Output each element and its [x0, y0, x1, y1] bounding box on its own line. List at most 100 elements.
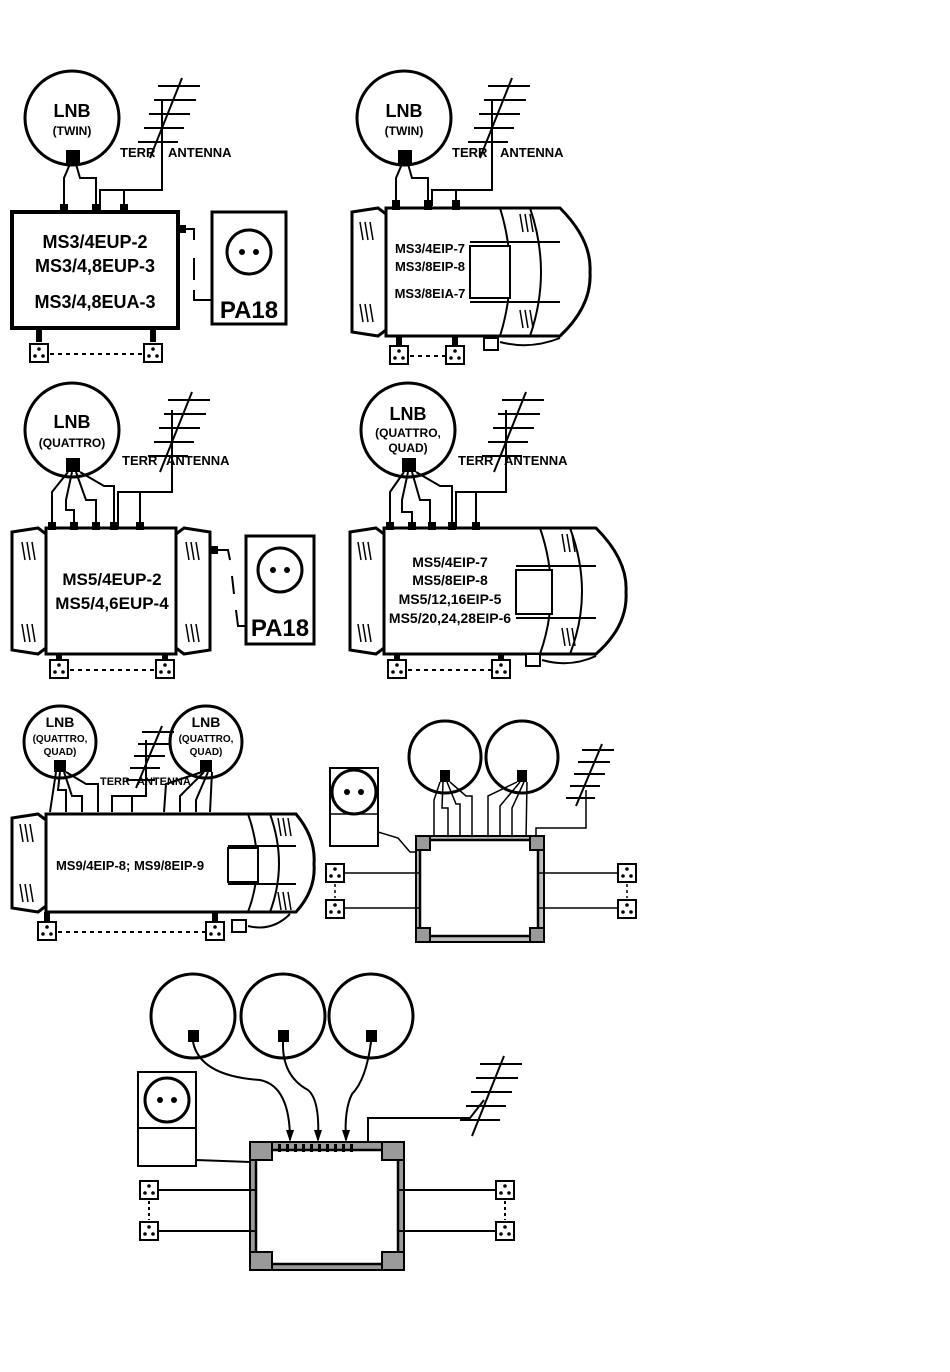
outlet-icon	[491, 659, 511, 679]
lnb-head-icon	[188, 1030, 199, 1042]
antenna-label: ANTENNA	[166, 453, 230, 468]
outlet-icon	[495, 1221, 515, 1241]
lnb-dish	[23, 381, 121, 479]
terrestrial-antenna-icon	[459, 1055, 523, 1137]
terr-label: TERR	[122, 453, 158, 468]
lnb-head-icon	[66, 458, 80, 472]
lnb-type-label: QUAD)	[388, 441, 427, 455]
model-label: MS3/4,8EUP-3	[35, 256, 155, 276]
diagram-6	[325, 719, 637, 943]
power-plug-icon	[231, 919, 247, 933]
terr-label: TERR	[458, 453, 494, 468]
outlet-icon	[387, 659, 407, 679]
power-plug-icon	[525, 653, 541, 667]
power-plug-icon	[483, 337, 499, 351]
model-label: MS5/4EIP-7	[412, 554, 488, 570]
lnb-type-label: (TWIN)	[53, 124, 92, 138]
terr-label: TERR	[452, 145, 488, 160]
diagram-4: LNB (QUATTRO, QUAD) TERR ANTENNA MS5/4EI…	[348, 381, 628, 679]
satellite-dish	[239, 972, 327, 1060]
lnb-head-icon	[278, 1030, 289, 1042]
diagram-2: LNB (TWIN) TERR ANTENNA MS3/4EIP-7 MS3/8…	[350, 69, 592, 365]
model-label: MS3/8EIP-8	[395, 259, 465, 274]
outlet-icon	[389, 345, 409, 365]
antenna-label: ANTENNA	[500, 145, 564, 160]
model-label: MS5/8EIP-8	[412, 572, 488, 588]
lnb-head-icon	[440, 770, 450, 782]
antenna-label: ANTENNA	[504, 453, 568, 468]
antenna-label: ANTENNA	[168, 145, 232, 160]
outlet-icon	[617, 863, 637, 883]
outlet-icon	[325, 899, 345, 919]
lnb-type-label: (QUATTRO,	[33, 734, 88, 745]
outlet-icon	[445, 345, 465, 365]
psu-label: PA18	[251, 615, 309, 642]
lnb-label: LNB	[54, 101, 91, 121]
power-socket-icon	[143, 1076, 191, 1124]
power-socket-icon	[330, 768, 378, 816]
multiswitch-box	[254, 1148, 400, 1266]
multiswitch-box	[418, 838, 540, 938]
power-socket-icon	[225, 228, 273, 276]
satellite-dish	[327, 972, 415, 1060]
outlet-icon	[205, 921, 225, 941]
terr-label: TERR	[100, 776, 130, 788]
model-label: MS3/4EUP-2	[42, 232, 147, 252]
diagram-5: LNB (QUATTRO, QUAD) LNB (QUATTRO, QUAD) …	[10, 704, 316, 941]
model-label: MS3/8EIA-7	[395, 286, 466, 301]
lnb-dish	[355, 69, 453, 167]
outlet-icon	[139, 1180, 159, 1200]
lnb-head-icon	[200, 760, 212, 772]
outlet-icon	[37, 921, 57, 941]
outlet-icon	[143, 343, 163, 363]
diagram-7	[137, 972, 523, 1271]
lnb-label: LNB	[390, 404, 427, 424]
lnb-label: LNB	[192, 714, 221, 730]
lnb-dish	[359, 381, 457, 479]
lnb-head-icon	[66, 150, 80, 164]
lnb-type-label: (TWIN)	[385, 124, 424, 138]
outlet-icon	[495, 1180, 515, 1200]
antenna-label: ANTENNA	[137, 776, 191, 788]
model-label: MS5/4EUP-2	[62, 570, 161, 589]
model-label: MS5/4,6EUP-4	[55, 594, 169, 613]
power-socket-icon	[256, 546, 304, 594]
outlet-icon	[29, 343, 49, 363]
lnb-type-label: (QUATTRO)	[39, 436, 105, 450]
multiswitch-box	[44, 526, 178, 656]
satellite-dish	[484, 719, 560, 795]
lnb-head-icon	[517, 770, 527, 782]
multiswitch-box	[10, 210, 180, 330]
lnb-label: LNB	[46, 714, 75, 730]
model-label: MS3/4,8EUA-3	[34, 292, 155, 312]
terrestrial-antenna-icon	[565, 743, 615, 807]
multiswitch-box	[44, 812, 234, 914]
lnb-head-icon	[402, 458, 416, 472]
terr-label: TERR	[120, 145, 156, 160]
lnb-type-label: (QUATTRO,	[179, 734, 234, 745]
model-label: MS5/12,16EIP-5	[399, 591, 502, 607]
satellite-dish	[407, 719, 483, 795]
lnb-label: LNB	[386, 101, 423, 121]
lnb-head-icon	[54, 760, 66, 772]
outlet-icon	[139, 1221, 159, 1241]
lnb-head-icon	[398, 150, 412, 164]
model-label: MS9/4EIP-8; MS9/8EIP-9	[56, 858, 204, 873]
outlet-icon	[155, 659, 175, 679]
psu-label: PA18	[220, 297, 278, 324]
outlet-icon	[49, 659, 69, 679]
model-label: MS3/4EIP-7	[395, 241, 465, 256]
model-label: MS5/20,24,28EIP-6	[389, 610, 511, 626]
lnb-type-label: QUAD)	[44, 747, 77, 758]
diagram-3: LNB (QUATTRO) TERR ANTENNA MS5/4EUP-2 MS…	[10, 381, 316, 679]
lnb-dish	[23, 69, 121, 167]
lnb-head-icon	[366, 1030, 377, 1042]
multiswitch-box	[382, 526, 522, 656]
satellite-dish	[149, 972, 237, 1060]
outlet-icon	[617, 899, 637, 919]
lnb-label: LNB	[54, 412, 91, 432]
lnb-type-label: (QUATTRO,	[375, 426, 441, 440]
outlet-icon	[325, 863, 345, 883]
diagram-1: LNB (TWIN) TERR ANTENNA MS3/4EUP-2 MS3/4…	[10, 69, 288, 363]
